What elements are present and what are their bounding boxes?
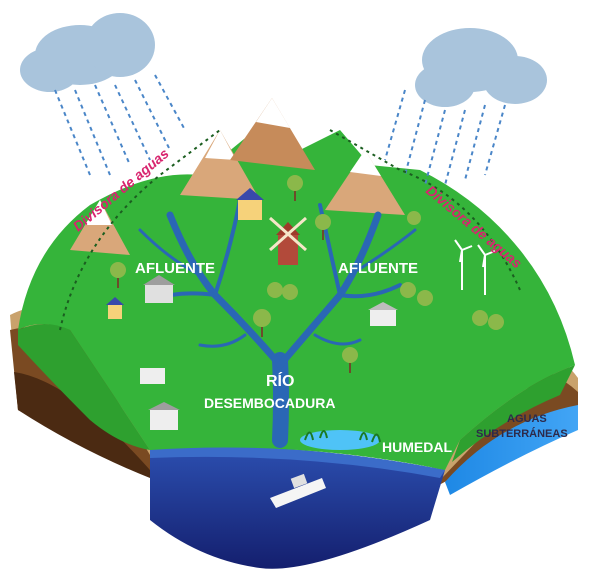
houses (106, 188, 398, 430)
river-network (138, 198, 417, 448)
groundwater-label-line2: SUBTERRÁNEAS (476, 427, 568, 440)
mouth-label: DESEMBOCADURA (204, 395, 335, 411)
rain-cloud-left (20, 13, 155, 92)
tributary-label-left: AFLUENTE (135, 260, 215, 277)
wetland-label: HUMEDAL (382, 439, 452, 455)
wind-turbine-icon (454, 239, 496, 295)
trees (110, 175, 504, 373)
wetland (300, 430, 381, 450)
cargo-ship-icon (270, 473, 326, 508)
groundwater-label-line1: AGUAS (507, 413, 547, 425)
rain-right (384, 89, 506, 186)
groundwater-layer (445, 405, 578, 495)
windmill-icon (269, 216, 307, 265)
rain-cloud-right (415, 28, 547, 107)
river-label: RÍO (266, 371, 294, 390)
tributary-label-right: AFLUENTE (338, 260, 418, 277)
divide-line-left (59, 129, 221, 331)
land (18, 130, 575, 470)
sea (150, 446, 445, 569)
mountains (70, 98, 405, 255)
rain-left (54, 74, 186, 176)
